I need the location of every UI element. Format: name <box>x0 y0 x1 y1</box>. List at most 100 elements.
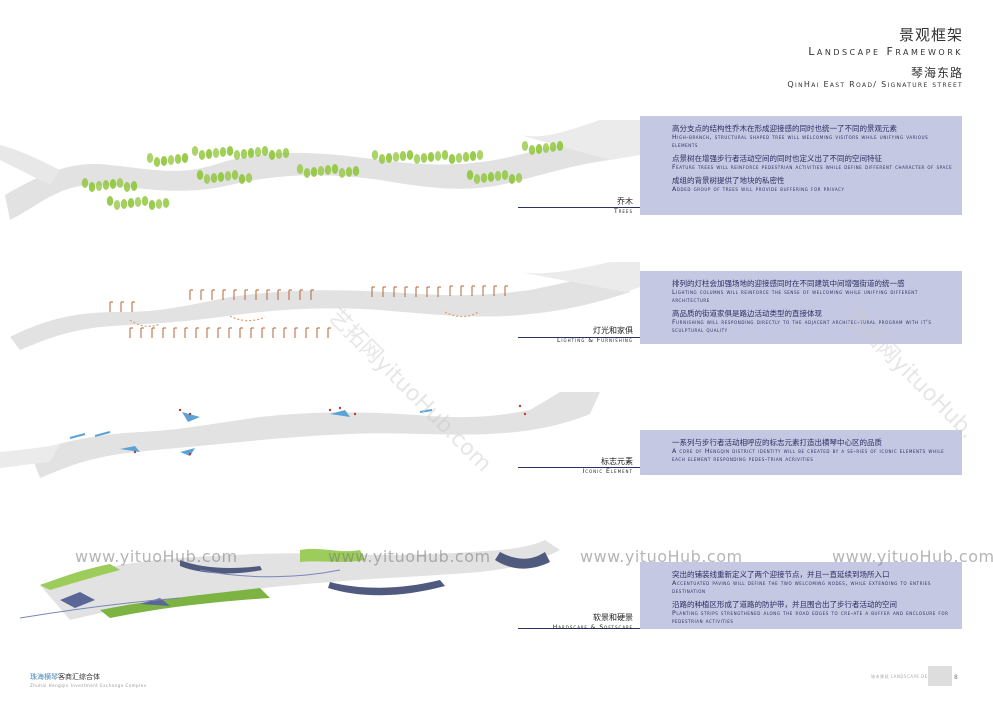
lighting-column <box>460 285 464 296</box>
footer-project-en: Zhuhai Hengqin Investment Exchange Compl… <box>30 683 147 688</box>
tree-canopy <box>123 182 131 192</box>
tree-canopy <box>399 151 407 161</box>
tree-canopy <box>508 174 516 184</box>
iconic-info-box: 一系列与步行者活动相呼应的标志元素打造出横琴中心区的品质 A core of H… <box>640 430 962 475</box>
lighting-column <box>217 327 221 338</box>
iconic-marker <box>133 450 137 454</box>
tree-canopy <box>296 164 304 174</box>
iconic-marker <box>518 404 522 408</box>
hardscape-plan-diagram <box>19 540 560 620</box>
iconic-plan-diagram <box>0 392 600 478</box>
watermark-4: www.yituoHub.com <box>832 547 993 566</box>
lighting-column <box>272 327 276 338</box>
hardscape-item-1-cn: 突出的铺装线重新定义了两个迎接节点，并且一直延续到场所入口 <box>672 570 890 579</box>
tree-canopy <box>476 150 484 160</box>
tree-canopy <box>455 153 463 163</box>
lighting-column <box>120 301 124 312</box>
lighting-column <box>277 289 281 300</box>
lighting-item-2-en: Furnishing will responding directly to t… <box>672 319 932 334</box>
tree-canopy <box>466 170 474 180</box>
lighting-item-2-cn: 高品质的街道家俱是路边活动类型的直接体现 <box>672 309 822 318</box>
lighting-column <box>239 327 243 338</box>
lighting-column <box>195 327 199 338</box>
tree-canopy <box>462 152 470 162</box>
lighting-column <box>162 327 166 338</box>
iconic-label-en: Iconic Element <box>582 468 633 475</box>
trees-item-3-cn: 成组的背景树提供了地块的私密性 <box>672 176 785 185</box>
tree-canopy <box>153 157 161 167</box>
lighting-column <box>211 289 215 300</box>
lighting-label-en: Lighting & Furnishing <box>557 337 633 344</box>
tree-canopy <box>515 173 523 183</box>
iconic-label: 标志元素 Iconic Element <box>582 457 633 476</box>
lighting-item-1-en: Lighting columns will reinforce the sens… <box>672 289 918 304</box>
lighting-column <box>471 285 475 296</box>
lighting-column <box>310 289 314 300</box>
lighting-column <box>244 289 248 300</box>
tree-canopy <box>146 153 154 163</box>
page-title-en: Landscape Framework <box>808 45 963 58</box>
tree-canopy <box>556 141 564 151</box>
tree-canopy <box>191 146 199 156</box>
watermark-3: www.yituoHub.com <box>580 547 743 566</box>
iconic-marker <box>178 408 182 412</box>
trees-label: 乔木 Trees <box>614 197 633 216</box>
tree-canopy <box>155 199 163 209</box>
tree-canopy <box>535 144 543 154</box>
tree-canopy <box>385 153 393 163</box>
lighting-column <box>426 286 430 297</box>
iconic-marker <box>338 406 342 410</box>
tree-canopy <box>88 182 96 192</box>
tree-canopy <box>338 168 346 178</box>
lighting-column <box>493 285 497 296</box>
tree-canopy <box>205 149 213 159</box>
tree-canopy <box>160 156 168 166</box>
tree-canopy <box>102 180 110 190</box>
tree-canopy <box>240 149 248 159</box>
lighting-column <box>393 286 397 297</box>
watermark-2: www.yituoHub.com <box>328 547 491 566</box>
footer-project-black: 客商汇综合体 <box>58 673 100 681</box>
lighting-leader-line <box>518 337 640 339</box>
hardscape-info-box: 突出的铺装线重新定义了两个迎接节点，并且一直延续到场所入口 Accentuate… <box>640 562 962 629</box>
lighting-column <box>305 327 309 338</box>
tree-canopy <box>224 171 232 181</box>
iconic-leader-line <box>518 467 640 469</box>
tree-canopy <box>469 151 477 161</box>
tree-canopy <box>203 174 211 184</box>
tree-canopy <box>113 200 121 210</box>
tree-canopy <box>81 178 89 188</box>
tree-canopy <box>317 166 325 176</box>
tree-canopy <box>247 148 255 158</box>
firm-logo <box>928 666 952 686</box>
lighting-column <box>206 327 210 338</box>
trees-item-2-cn: 点景树在增强步行者活动空间的同时也定义出了不同的空间特征 <box>672 154 882 163</box>
lighting-column <box>449 285 453 296</box>
tree-canopy <box>441 150 449 160</box>
tree-canopy <box>406 150 414 160</box>
tree-canopy <box>331 164 339 174</box>
trees-plan-diagram <box>0 120 640 220</box>
hardscape-item-2-cn: 沿路的种植区形成了道路的防护带，并且围合出了步行者活动的空间 <box>672 600 897 609</box>
lighting-column <box>222 289 226 300</box>
tree-canopy <box>231 170 239 180</box>
tree-canopy <box>413 154 421 164</box>
trees-info-box: 高分支点的结构性乔木在形成迎接感的同时也统一了不同的景观元素 High-bran… <box>640 116 962 215</box>
lighting-column <box>189 289 193 300</box>
tree-canopy <box>261 146 269 156</box>
iconic-marker <box>188 452 192 456</box>
lighting-column <box>316 327 320 338</box>
tree-canopy <box>109 179 117 189</box>
tree-canopy <box>233 150 241 160</box>
tree-canopy <box>480 173 488 183</box>
lighting-label-cn: 灯光和家俱 <box>593 326 633 335</box>
tree-canopy <box>106 196 114 206</box>
lighting-column <box>228 327 232 338</box>
lighting-column <box>131 301 135 312</box>
lighting-column <box>200 289 204 300</box>
page-subtitle-en: QinHai East Road/ Signature street <box>787 80 963 89</box>
lighting-label: 灯光和家俱 Lighting & Furnishing <box>557 326 633 345</box>
iconic-marker <box>328 408 332 412</box>
tree-canopy <box>226 146 234 156</box>
tree-canopy <box>303 168 311 178</box>
